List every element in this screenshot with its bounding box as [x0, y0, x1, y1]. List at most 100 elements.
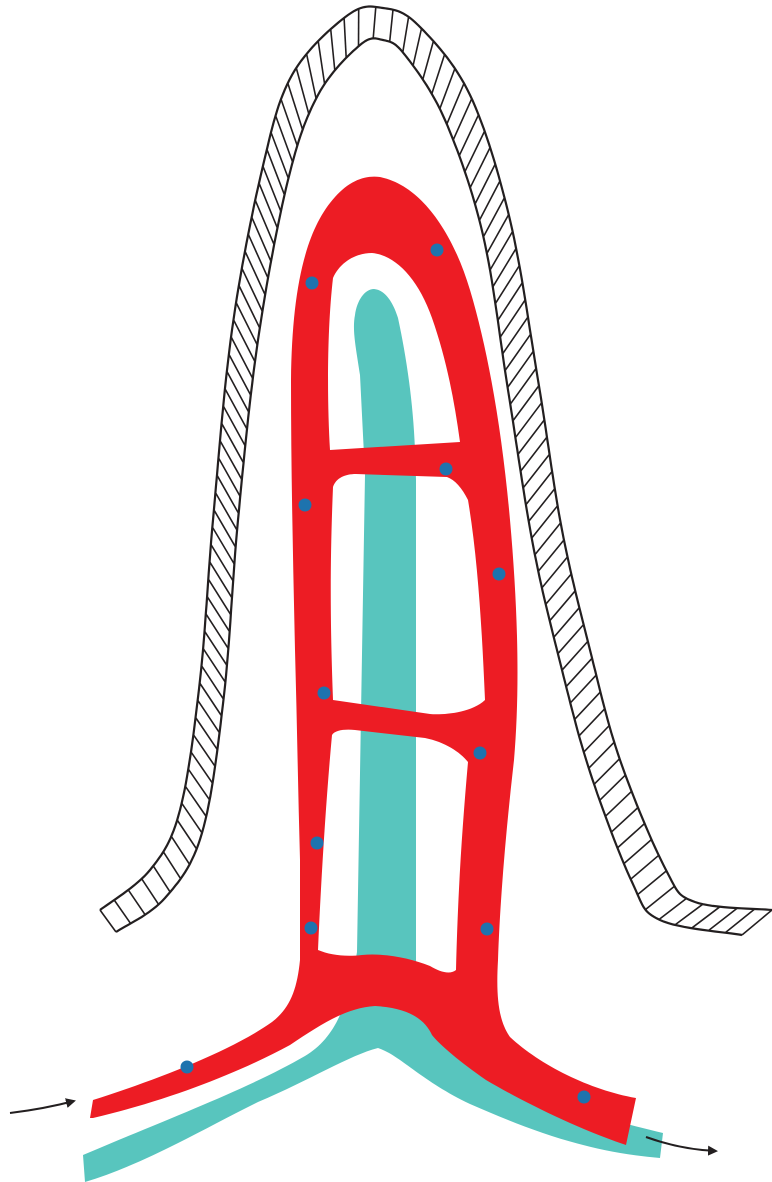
epithelium-cell-line	[605, 791, 631, 816]
epithelium-cell-line	[423, 41, 434, 79]
epithelium-cell-line	[203, 648, 225, 682]
epithelium-cell-line	[479, 181, 500, 221]
epithelium-cell-line	[196, 718, 218, 750]
epithelium-cell-line	[223, 406, 245, 446]
epithelium-cell-line	[344, 18, 346, 58]
epithelium-cell-line	[579, 709, 605, 736]
epithelium-cell-line	[236, 303, 257, 346]
epithelium-cell-line	[490, 231, 513, 270]
epithelium-cell-line	[153, 866, 170, 892]
epithelium-cell-line	[373, 7, 376, 38]
epithelium-cell-line	[566, 658, 592, 686]
epithelium-cell-line	[200, 683, 222, 716]
epithelium-cell-line	[255, 200, 274, 245]
epithelium-cell-line	[631, 855, 659, 879]
epithelium-cell-line	[207, 596, 230, 631]
epithelium-cell-line	[487, 215, 509, 254]
epithelium-cell-line	[518, 420, 544, 455]
cell-dot	[299, 499, 312, 512]
epithelium-cell-line	[245, 251, 265, 295]
epithelium-cell-line	[215, 493, 237, 531]
epithelium-cell-line	[390, 10, 393, 42]
epithelium-cell-line	[659, 898, 687, 919]
epithelium-cell-line	[413, 29, 421, 66]
epithelium-cell-line	[495, 266, 519, 304]
epithelium-cell-line	[307, 54, 317, 99]
epithelium-cell-line	[142, 879, 159, 905]
epithelium-cell-line	[276, 116, 293, 162]
epithelium-cell-line	[503, 317, 528, 354]
epithelium-cell-line	[114, 900, 130, 924]
epithelium-cell-line	[263, 166, 281, 211]
epithelium-cell-line	[182, 803, 202, 833]
epithelium-cell-line	[227, 371, 249, 412]
epithelium-cell-line	[526, 471, 552, 504]
epithelium-cell-line	[505, 334, 531, 371]
epithelium-cell-line	[231, 337, 253, 379]
epithelium-cell-line	[208, 579, 231, 615]
epithelium-cell-line	[624, 840, 652, 864]
epithelium-cell-line	[219, 458, 241, 497]
epithelium-cell-line	[529, 489, 555, 522]
cell-dot	[481, 923, 494, 936]
epithelium-cell-line	[589, 742, 614, 768]
epithelium-cell-line	[239, 285, 260, 328]
epithelium-cell-line	[675, 904, 703, 925]
cell-dot	[474, 747, 487, 760]
epithelium-cell-line	[220, 441, 242, 480]
epithelium-cell-line	[177, 820, 196, 849]
cell-dot	[440, 463, 453, 476]
epithelium-cell-line	[267, 149, 285, 195]
cell-dot	[306, 277, 319, 290]
epithelium-cell-line	[252, 217, 271, 261]
cell-dot	[181, 1061, 194, 1074]
epithelium-cell-line	[498, 283, 523, 321]
epithelium-cell-line	[594, 759, 620, 785]
epithelium-cell-line	[331, 29, 335, 70]
epithelium-cell-line	[202, 666, 224, 700]
epithelium-cell-line	[217, 475, 239, 513]
epithelium-cell-line	[570, 675, 596, 703]
epithelium-cell-line	[493, 248, 516, 287]
epithelium-cell-line	[584, 726, 610, 753]
epithelium-cell-line	[171, 836, 189, 864]
epithelium-cell-line	[618, 824, 645, 848]
epithelium-inner-edge	[116, 38, 742, 935]
epithelium-cell-line	[205, 631, 228, 665]
epithelium-cell-line	[515, 403, 541, 438]
epithelium-cell-line	[222, 423, 244, 463]
epithelium-cell-line	[432, 54, 445, 94]
epithelium-cell-line	[403, 17, 409, 52]
cell-dot	[305, 922, 318, 935]
epithelium-cell-line	[259, 183, 277, 228]
epithelium-cell-line	[447, 83, 464, 124]
epithelium-cell-line	[128, 890, 145, 915]
central-lacteal	[83, 289, 663, 1182]
epithelium-cell-line	[521, 437, 547, 471]
epithelium-cell-line	[100, 910, 116, 932]
epithelium-cell-line	[500, 300, 525, 337]
epithelium-cell-line	[198, 700, 220, 733]
epithelium-cell-line	[742, 910, 772, 935]
epithelium-cell-line	[508, 351, 534, 387]
epithelium-cell-line	[318, 41, 324, 84]
epithelium-cell-line	[211, 544, 233, 581]
epithelium-cell-line	[212, 527, 234, 564]
cell-dot	[311, 837, 324, 850]
epithelium-cell-line	[234, 320, 256, 362]
epithelium-cell-line	[248, 234, 268, 278]
cell-dot	[493, 568, 506, 581]
epithelium-cell-line	[600, 775, 626, 800]
epithelium-cell-line	[210, 562, 232, 598]
epithelium-cell-line	[440, 69, 455, 109]
epithelium-cell-line	[483, 198, 504, 237]
epithelium-cell-line	[206, 614, 229, 649]
epithelium-cell-line	[645, 886, 674, 909]
epithelium-cell-line	[271, 132, 288, 178]
epithelium-cell-line	[193, 735, 215, 767]
cell-dot	[578, 1091, 591, 1104]
epithelium-cell-line	[296, 68, 309, 114]
epithelium-cell-line	[229, 354, 251, 395]
cell-dot	[318, 687, 331, 700]
